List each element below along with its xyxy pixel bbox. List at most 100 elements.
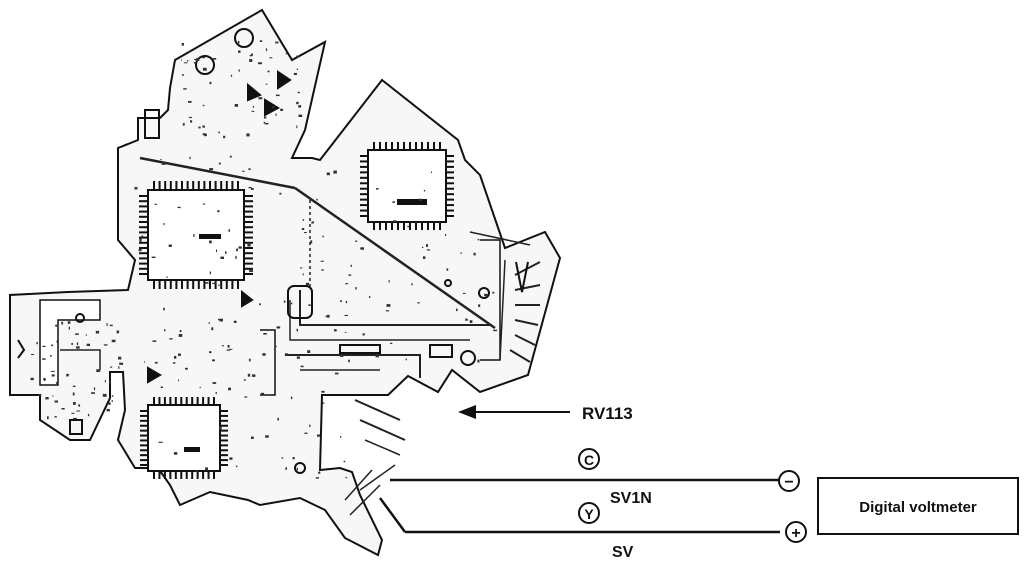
speckle-dot bbox=[290, 302, 293, 305]
speckle-dot bbox=[333, 170, 337, 174]
chip-body bbox=[367, 149, 447, 223]
speckle-dot bbox=[56, 381, 59, 384]
speckle-dot bbox=[263, 121, 265, 124]
speckle-dot bbox=[66, 373, 69, 377]
speckle-dot bbox=[177, 206, 181, 209]
speckle-dot bbox=[275, 41, 279, 44]
speckle-dot bbox=[492, 291, 495, 294]
speckle-dot bbox=[103, 344, 108, 346]
speckle-dot bbox=[300, 365, 304, 368]
speckle-dot bbox=[45, 397, 49, 400]
speckle-dot bbox=[258, 62, 262, 65]
speckle-dot bbox=[199, 386, 201, 389]
speckle-dot bbox=[246, 133, 250, 137]
speckle-dot bbox=[281, 457, 284, 459]
chip-body bbox=[147, 404, 221, 472]
speckle-dot bbox=[249, 59, 253, 62]
speckle-dot bbox=[190, 120, 193, 123]
speckle-dot bbox=[212, 282, 216, 284]
component-round bbox=[234, 28, 254, 48]
speckle-dot bbox=[344, 314, 348, 316]
speckle-dot bbox=[44, 379, 46, 381]
test-point-c: C bbox=[578, 448, 600, 470]
speckle-dot bbox=[317, 434, 321, 437]
speckle-dot bbox=[118, 356, 122, 360]
speckle-dot bbox=[193, 234, 195, 237]
speckle-dot bbox=[388, 279, 390, 283]
probe-wire-plus-diag bbox=[378, 497, 407, 533]
speckle-dot bbox=[369, 296, 371, 298]
speckle-dot bbox=[284, 353, 289, 355]
speckle-dot bbox=[189, 156, 191, 160]
speckle-dot bbox=[345, 300, 348, 304]
speckle-dot bbox=[326, 172, 330, 176]
speckle-dot bbox=[96, 369, 101, 372]
speckle-dot bbox=[223, 135, 226, 139]
speckle-dot bbox=[178, 353, 181, 356]
speckle-dot bbox=[111, 395, 114, 397]
speckle-dot bbox=[106, 408, 110, 412]
component-mark bbox=[264, 98, 281, 117]
speckle-dot bbox=[173, 452, 178, 455]
speckle-dot bbox=[78, 404, 81, 407]
speckle-dot bbox=[265, 48, 268, 52]
speckle-dot bbox=[169, 338, 173, 340]
speckle-dot bbox=[276, 326, 281, 329]
component-round bbox=[75, 313, 85, 323]
probe-wires bbox=[378, 478, 780, 534]
speckle-dot bbox=[202, 125, 205, 128]
speckle-dot bbox=[318, 471, 321, 474]
speckle-dot bbox=[195, 58, 200, 61]
speckle-dot bbox=[228, 229, 230, 232]
component-block bbox=[144, 109, 160, 139]
speckle-dot bbox=[360, 247, 364, 250]
speckle-dot bbox=[160, 386, 163, 388]
speckle-dot bbox=[423, 256, 426, 259]
speckle-dot bbox=[161, 162, 166, 165]
speckle-dot bbox=[285, 467, 287, 470]
speckle-dot bbox=[71, 343, 73, 345]
speckle-dot bbox=[238, 69, 240, 72]
speckle-dot bbox=[392, 201, 395, 203]
speckle-dot bbox=[275, 113, 277, 116]
speckle-dot bbox=[209, 81, 212, 85]
speckle-dot bbox=[259, 303, 261, 306]
speckle-dot bbox=[216, 249, 217, 252]
speckle-dot bbox=[154, 361, 158, 364]
speckle-dot bbox=[321, 390, 325, 393]
speckle-dot bbox=[348, 359, 350, 363]
speckle-dot bbox=[181, 43, 184, 46]
speckle-dot bbox=[54, 400, 58, 403]
speckle-dot bbox=[134, 187, 138, 190]
speckle-dot bbox=[222, 345, 224, 347]
speckle-dot bbox=[310, 240, 313, 244]
chip-body bbox=[147, 189, 245, 281]
speckle-dot bbox=[456, 308, 458, 312]
speckle-dot bbox=[233, 320, 237, 323]
speckle-dot bbox=[248, 168, 251, 170]
component-round bbox=[460, 350, 476, 366]
speckle-dot bbox=[154, 203, 157, 205]
speckle-dot bbox=[163, 223, 165, 226]
speckle-dot bbox=[290, 286, 293, 288]
speckle-dot bbox=[238, 246, 242, 249]
speckle-dot bbox=[302, 273, 304, 276]
speckle-dot bbox=[430, 171, 432, 173]
speckle-dot bbox=[178, 334, 183, 337]
speckle-dot bbox=[343, 460, 346, 463]
speckle-dot bbox=[298, 105, 302, 108]
speckle-dot bbox=[143, 361, 146, 363]
speckle-dot bbox=[350, 264, 352, 267]
speckle-dot bbox=[478, 304, 481, 307]
speckle-dot bbox=[111, 339, 116, 343]
speckle-dot bbox=[219, 318, 223, 322]
component-round bbox=[478, 287, 490, 299]
speckle-dot bbox=[247, 243, 251, 247]
speckle-dot bbox=[225, 251, 227, 254]
component-mark bbox=[515, 261, 529, 293]
speckle-dot bbox=[76, 410, 81, 412]
speckle-dot bbox=[76, 346, 80, 349]
speckle-dot bbox=[109, 324, 113, 327]
y-marker-circle bbox=[578, 502, 600, 524]
speckle-dot bbox=[55, 324, 59, 327]
